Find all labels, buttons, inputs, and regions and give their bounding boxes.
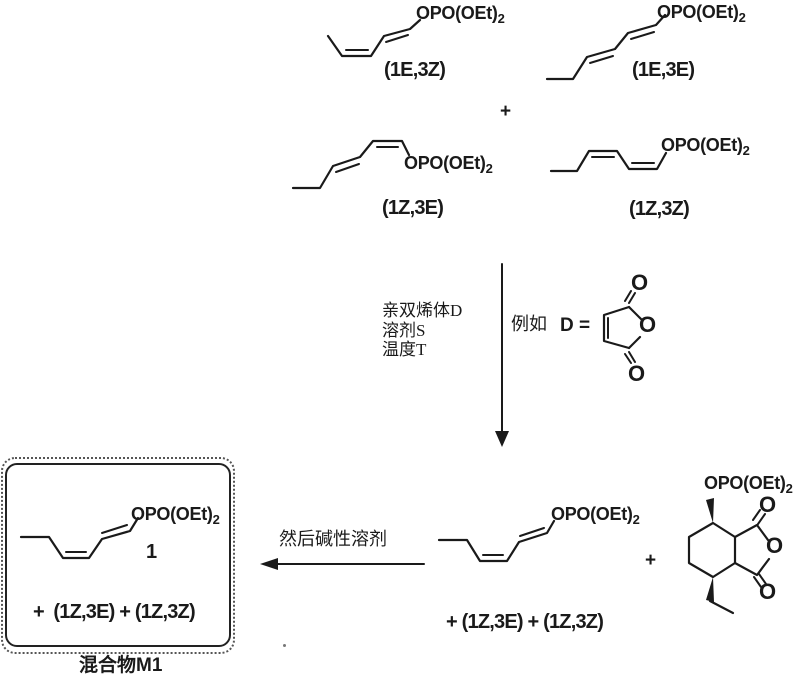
maleic-anhydride-skeleton bbox=[602, 290, 643, 364]
reaction-arrow-left bbox=[260, 558, 425, 570]
phosphate-label-1z3e: OPO(OEt)2 bbox=[404, 153, 493, 176]
structure-1e3z-skeleton bbox=[326, 18, 422, 58]
mixture-name: 混合物 bbox=[79, 655, 137, 676]
stereo-label-1e3z: (1E,3Z) bbox=[384, 59, 446, 81]
dienophile-definition: D = bbox=[560, 315, 591, 336]
phosphate-label-adduct: OPO(OEt)2 bbox=[704, 473, 793, 496]
mixture-label: 混合物M1 bbox=[79, 655, 162, 676]
mid-isomer-sum: + (1Z,3E) + (1Z,3Z) bbox=[446, 611, 604, 633]
phosphate-label-1z3z: OPO(OEt)2 bbox=[661, 135, 750, 158]
phosphate-label-1e3z: OPO(OEt)2 bbox=[416, 3, 505, 26]
adduct-carbonyl-o-bottom: O bbox=[759, 579, 777, 604]
box-isomer-sum: + (1Z,3E) + (1Z,3Z) bbox=[33, 601, 196, 623]
condition-dienophile: 亲双烯体D bbox=[382, 301, 463, 320]
adduct-carbonyl-o-top: O bbox=[759, 492, 777, 517]
plus-sign-bottom: + bbox=[645, 550, 657, 571]
compound1-number: 1 bbox=[146, 541, 158, 563]
condition-solvent: 溶剂S bbox=[382, 320, 426, 340]
mixture-code: M1 bbox=[136, 655, 163, 676]
structure-compound1-skeleton bbox=[19, 516, 140, 560]
stereo-label-1z3e: (1Z,3E) bbox=[382, 197, 444, 219]
reaction-conditions: 亲双烯体D 溶剂S 温度T bbox=[382, 301, 462, 360]
structure-adduct-skeleton bbox=[687, 498, 771, 615]
condition-temperature: 温度T bbox=[382, 340, 427, 359]
stereo-label-1z3z: (1Z,3Z) bbox=[629, 198, 690, 220]
plus-sign-top: + bbox=[500, 101, 512, 122]
product-box-dotted-border bbox=[1, 457, 235, 654]
structure-1z3e-skeleton bbox=[291, 139, 411, 190]
phosphate-label-mid-product: OPO(OEt)2 bbox=[551, 504, 640, 527]
maleic-carbonyl-o-top: O bbox=[631, 270, 649, 295]
wedge-bond-ethyl bbox=[706, 577, 714, 602]
maleic-ring-o: O bbox=[639, 312, 657, 337]
reaction-arrow-down bbox=[495, 263, 509, 447]
maleic-carbonyl-o-bottom: O bbox=[628, 361, 646, 386]
example-prefix: 例如 bbox=[511, 314, 547, 334]
structure-1z3z-skeleton bbox=[549, 149, 668, 173]
stereo-label-1e3e: (1E,3E) bbox=[632, 59, 695, 81]
wedge-bond-opo bbox=[706, 498, 714, 523]
scan-speck bbox=[283, 644, 286, 647]
product-box bbox=[5, 463, 231, 647]
adduct-ring-o: O bbox=[766, 533, 784, 558]
phosphate-label-compound1: OPO(OEt)2 bbox=[131, 504, 220, 527]
structure-1e3e-skeleton bbox=[545, 13, 667, 81]
phosphate-label-1e3e: OPO(OEt)2 bbox=[657, 2, 746, 25]
structure-mid-product-skeleton bbox=[437, 519, 556, 563]
step2-conditions: 然后碱性溶剂 bbox=[279, 529, 387, 549]
